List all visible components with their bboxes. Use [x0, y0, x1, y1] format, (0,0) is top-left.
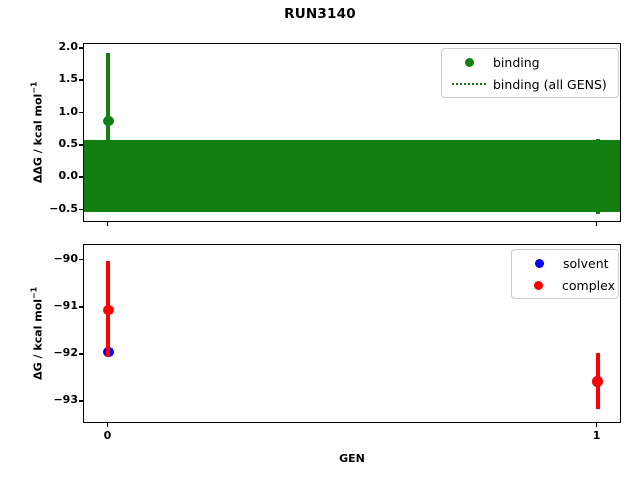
top-yaxis-label-text: ΔΔG / kcal mol [31, 93, 45, 184]
legend-label-solvent: solvent [563, 255, 609, 271]
ytick-mark [79, 400, 83, 403]
legend-label-complex: complex [562, 277, 615, 293]
top-legend[interactable]: binding binding (all GENS) [441, 48, 619, 98]
binding-all-gens-trace [84, 140, 620, 213]
binding-all-gens-line-icon [445, 83, 493, 85]
xtick-label: 1 [592, 429, 601, 442]
ytick-mark [79, 111, 83, 114]
xtick-label: 0 [103, 429, 112, 442]
xtick-mark [106, 423, 109, 427]
bottom-yaxis-label-text: ΔG / kcal mol [31, 298, 45, 380]
complex-marker-icon [515, 280, 562, 290]
binding-series [84, 44, 620, 221]
xtick-mark [595, 222, 598, 226]
data-point-marker [103, 115, 114, 126]
xaxis-label: GEN [339, 452, 365, 465]
solvent-marker-icon [515, 258, 563, 268]
bottom-legend[interactable]: solvent complex [511, 249, 619, 299]
ytick-mark [79, 144, 83, 146]
ytick-mark [79, 176, 83, 178]
ytick-label: −93 [53, 393, 78, 407]
ytick-mark [79, 79, 83, 82]
ytick-label: −91 [53, 298, 78, 312]
figure-title: RUN3140 [284, 6, 356, 22]
top-plot-axes: binding binding (all GENS) [83, 43, 621, 222]
top-yaxis-label-exponent: −1 [29, 81, 39, 94]
ytick-label: −92 [53, 346, 78, 360]
xtick-mark [595, 423, 598, 427]
top-yaxis-label: ΔΔG / kcal mol−1 [30, 57, 45, 207]
bottom-yaxis-label: ΔG / kcal mol−1 [30, 258, 45, 408]
ytick-label: −90 [53, 251, 78, 265]
ytick-mark [79, 208, 83, 211]
binding-marker-icon [445, 57, 493, 67]
data-point-marker [592, 376, 603, 387]
ytick-label: 1.0 [58, 104, 79, 118]
bottom-yaxis-label-exponent: −1 [29, 286, 39, 299]
ytick-label: 0.5 [58, 136, 79, 150]
ytick-mark [79, 306, 83, 308]
data-point-marker [103, 304, 114, 316]
ytick-mark [79, 258, 83, 261]
ytick-label: −0.5 [49, 201, 78, 215]
legend-item-binding-all-gens[interactable]: binding (all GENS) [445, 73, 615, 95]
xtick-mark [106, 222, 109, 226]
ytick-label: 1.5 [58, 72, 79, 86]
ytick-label: 2.0 [58, 39, 79, 53]
legend-item-binding[interactable]: binding [445, 51, 615, 73]
ytick-label: 0.0 [58, 169, 79, 183]
bottom-plot-axes: solvent complex [83, 244, 621, 423]
legend-item-solvent[interactable]: solvent [515, 252, 615, 274]
ytick-mark [79, 47, 83, 49]
ytick-mark [79, 353, 83, 355]
legend-label-binding: binding [493, 54, 540, 70]
solvent-complex-series [84, 245, 620, 422]
legend-label-binding-all-gens: binding (all GENS) [493, 76, 607, 92]
legend-item-complex[interactable]: complex [515, 274, 615, 296]
